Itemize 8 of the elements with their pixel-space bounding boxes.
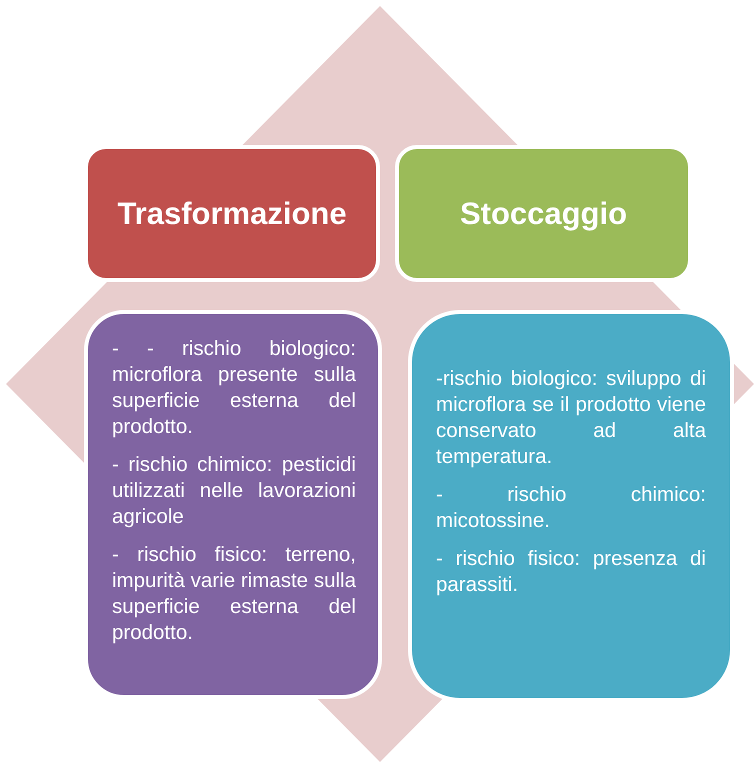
risk-paragraph: -rischio biologico: sviluppo di microflora se il prodotto viene conservato ad alta temperatura. xyxy=(436,366,706,470)
risk-paragraph: - - rischio biologico: microflora presente sulla superficie esterna del prodotto. xyxy=(112,336,356,440)
box-heading: Trasformazione xyxy=(117,194,347,232)
risk-paragraph: - rischio fisico: presenza di parassiti. xyxy=(436,546,706,598)
risk-paragraph: - rischio fisico: terreno, impurità varie rimaste sulla superficie esterna del prodotto. xyxy=(112,542,356,646)
risk-paragraph: - rischio chimico: micotossine. xyxy=(436,482,706,534)
risk-paragraph: - rischio chimico: pesticidi utilizzati nelle lavorazioni agricole xyxy=(112,452,356,530)
box-heading: Stoccaggio xyxy=(460,194,628,232)
